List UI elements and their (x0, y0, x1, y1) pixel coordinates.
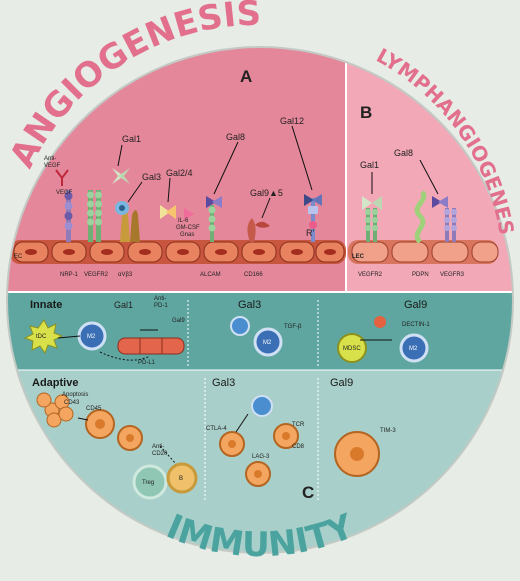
label-nrp1: NRP-1 (60, 272, 79, 278)
gal9-5-glyph (255, 221, 270, 228)
innate-gal1: Gal1 (114, 300, 133, 310)
gal3-tcell-center (251, 395, 273, 417)
innate-dectin: DECTIN-1 (402, 322, 430, 328)
label-vegfr3: VEGFR3 (440, 272, 465, 278)
adaptive-ctla4: CTLA-4 (206, 426, 227, 432)
lymph-gal8-glyph (432, 196, 448, 208)
adaptive-anti-cd20: Anti- (152, 444, 164, 450)
adaptive-b: B (179, 476, 183, 482)
adaptive-title: Adaptive (32, 377, 78, 389)
label-gal24: Gal2/4 (166, 168, 193, 178)
gal24-glyph (160, 205, 194, 220)
receptor-alcam (208, 205, 216, 242)
innate-tgfb: TGF-β (284, 324, 302, 330)
receptor-cd166 (247, 218, 256, 242)
label-lymph-gal1: Gal1 (360, 160, 379, 170)
label-alcam: ALCAM (200, 272, 221, 278)
innate-mdsc: MDSC (343, 346, 361, 352)
innate-gal9-small: Gal9 (172, 318, 185, 324)
innate-tdc: tDC (36, 334, 47, 340)
m2-cell-gal9 (399, 333, 429, 363)
gal9-tcell (334, 431, 380, 477)
label-vegf: VEGF (56, 190, 73, 196)
innate-m2: M2 (87, 334, 96, 340)
gal12-glyph (304, 194, 322, 206)
innate-m2-gal9: M2 (409, 346, 418, 352)
panel-label-b: B (360, 103, 372, 122)
adaptive-tim3: TIM-3 (380, 428, 396, 434)
adaptive-anti-cd20-b: CD20 (152, 451, 168, 457)
adaptive-treg: Treg (142, 480, 154, 486)
endothelial-cells (10, 240, 346, 264)
receptor-vegfr3 (444, 208, 457, 242)
ctla4-cell (219, 431, 245, 457)
gal9-cell-innate (374, 316, 386, 328)
panel-label-c: C (302, 483, 314, 502)
receptor-r-prime (308, 198, 318, 242)
label-gal3: Gal3 (142, 172, 161, 182)
label-cd166: CD166 (244, 272, 263, 278)
angio-arrows (117, 125, 439, 219)
innate-gal3: Gal3 (238, 299, 261, 311)
adaptive-gal3: Gal3 (212, 377, 235, 389)
tcr-cell (273, 423, 299, 449)
b-cell (166, 462, 198, 494)
receptor-pdpn (414, 190, 427, 244)
adaptive-apoptosis: Apoptosis (62, 392, 88, 398)
label-gnas: Gnas (180, 232, 194, 238)
innate-title: Innate (30, 299, 62, 311)
t-cell-2 (117, 425, 143, 451)
mdsc-cell (337, 333, 367, 363)
label-gmcsf: GM-CSF (176, 225, 200, 231)
gal1-glyph (112, 168, 130, 184)
label-vegfr2: VEGFR2 (84, 272, 109, 278)
label-anti-vegf-2: VEGF (44, 163, 61, 169)
apoptotic-cluster (36, 392, 74, 428)
label-lymph-vegfr2: VEGFR2 (358, 272, 383, 278)
label-ec: EC (14, 254, 23, 260)
adaptive-lag3: LAG-3 (252, 454, 270, 460)
lymphatic-cells (348, 240, 499, 264)
innate-m2-gal3: M2 (263, 340, 272, 346)
label-anti-vegf: Anti- (44, 156, 56, 162)
adaptive-tcr: TCR (292, 422, 305, 428)
receptor-integrin (120, 210, 140, 242)
pdl1-cells (117, 337, 185, 355)
gal3-glyph (115, 201, 129, 215)
label-gal12: Gal12 (280, 116, 304, 126)
adaptive-cd8: CD8 (292, 444, 305, 450)
immunity-arrows (57, 329, 392, 465)
label-gal95: Gal9▲5 (250, 188, 283, 198)
receptor-vegfr2 (87, 190, 102, 242)
lag3-cell (245, 461, 271, 487)
treg-cell (132, 464, 168, 500)
adaptive-cd45: CD45 (86, 406, 102, 412)
label-lec: LEC (352, 254, 365, 260)
lymph-gal1-glyph (362, 196, 382, 210)
innate-pdl1: PD-L1 (138, 360, 156, 366)
label-gal1: Gal1 (122, 134, 141, 144)
gal8-glyph (206, 196, 222, 208)
innate-gal9: Gal9 (404, 299, 427, 311)
innate-anti-pd1-b: PD-1 (154, 303, 168, 309)
label-gal8: Gal8 (226, 132, 245, 142)
gal3-innate-cell (230, 316, 250, 336)
label-lymph-gal8: Gal8 (394, 148, 413, 158)
receptor-nrp1 (64, 190, 73, 242)
tdc-cell (23, 319, 64, 355)
label-avb3: αVβ3 (118, 272, 133, 278)
m2-cell-gal3 (253, 327, 283, 357)
innate-anti-pd1: Anti- (154, 296, 166, 302)
adaptive-cd43: CD43 (64, 400, 80, 406)
label-il6: IL-6 (178, 218, 189, 224)
receptor-lymph-vegfr2 (365, 208, 378, 242)
adaptive-gal9: Gal9 (330, 377, 353, 389)
panel-label-a: A (240, 67, 252, 86)
label-r-prime: R' (306, 228, 314, 238)
anti-vegf-glyph (55, 169, 69, 186)
t-cell-cd45 (85, 409, 115, 439)
label-pdpn: PDPN (412, 272, 429, 278)
